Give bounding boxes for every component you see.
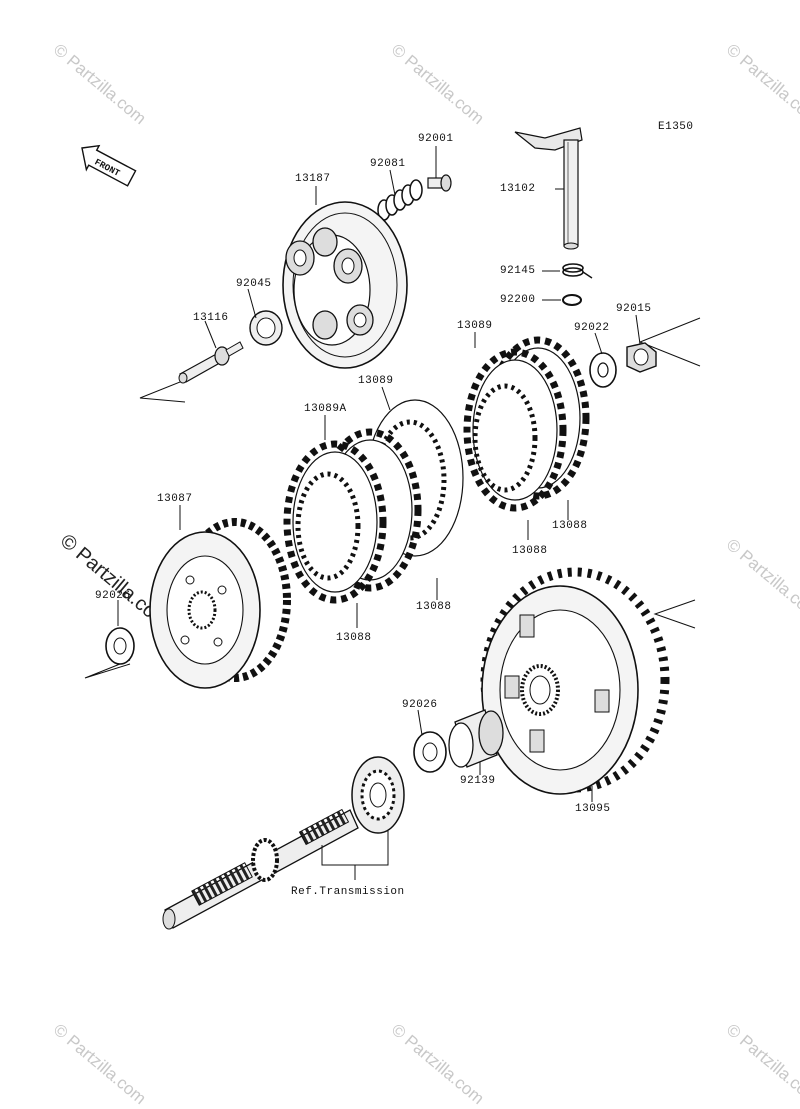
spring-92145 [562, 263, 593, 279]
part-label-92045[interactable]: 92045 [236, 278, 272, 290]
part-label-92015[interactable]: 92015 [616, 303, 652, 315]
part-label-13087[interactable]: 13087 [157, 493, 193, 505]
front-arrow-icon: FRONT [81, 144, 137, 187]
clutch-hub-13087 [149, 518, 291, 689]
bolt-92001 [427, 174, 452, 192]
part-label-92200[interactable]: 92200 [500, 294, 536, 306]
part-label-92145[interactable]: 92145 [500, 265, 536, 277]
washer-92026-mid [413, 731, 447, 773]
washer-92022 [589, 352, 617, 388]
part-label-13089[interactable]: 13089 [358, 375, 394, 387]
part-label-92026[interactable]: 92026 [402, 699, 438, 711]
clutch-plate-stack [283, 336, 590, 604]
transmission-shaft [162, 808, 359, 930]
parts-diagram: © Partzilla.com © Partzilla.com © Partzi… [50, 40, 800, 1108]
washer-92026-left [105, 627, 135, 665]
diagram-code: E1350 [658, 121, 694, 133]
part-label-92139[interactable]: 92139 [460, 775, 496, 787]
washer-92200 [562, 294, 582, 306]
sleeve-92139 [448, 709, 504, 768]
part-label-13089[interactable]: 13089 [457, 320, 493, 332]
ref-transmission-label: Ref.Transmission [291, 886, 405, 898]
part-label-13088[interactable]: 13088 [552, 520, 588, 532]
bearing-92045 [249, 310, 283, 346]
exploded-view-drawing: FRONT [81, 127, 701, 930]
leader-lines [117, 146, 641, 880]
shaft-13102 [514, 127, 583, 250]
ball-bearing [351, 756, 405, 834]
pressure-plate-13187 [282, 201, 408, 369]
part-label-13088[interactable]: 13088 [416, 601, 452, 613]
clutch-housing-13095 [480, 567, 670, 795]
part-label-13102[interactable]: 13102 [500, 183, 536, 195]
part-label-13089A[interactable]: 13089A [304, 403, 347, 415]
part-label-92081[interactable]: 92081 [370, 158, 406, 170]
spring-92081 [377, 179, 423, 221]
part-label-92026[interactable]: 92026 [95, 590, 131, 602]
part-label-13116[interactable]: 13116 [193, 312, 229, 324]
part-label-13187[interactable]: 13187 [295, 173, 331, 185]
pushrod-13116 [178, 341, 244, 384]
part-label-13088[interactable]: 13088 [336, 632, 372, 644]
nut-92015 [626, 342, 657, 373]
part-label-92022[interactable]: 92022 [574, 322, 610, 334]
part-label-13095[interactable]: 13095 [575, 803, 611, 815]
part-label-13088[interactable]: 13088 [512, 545, 548, 557]
part-label-92001[interactable]: 92001 [418, 133, 454, 145]
